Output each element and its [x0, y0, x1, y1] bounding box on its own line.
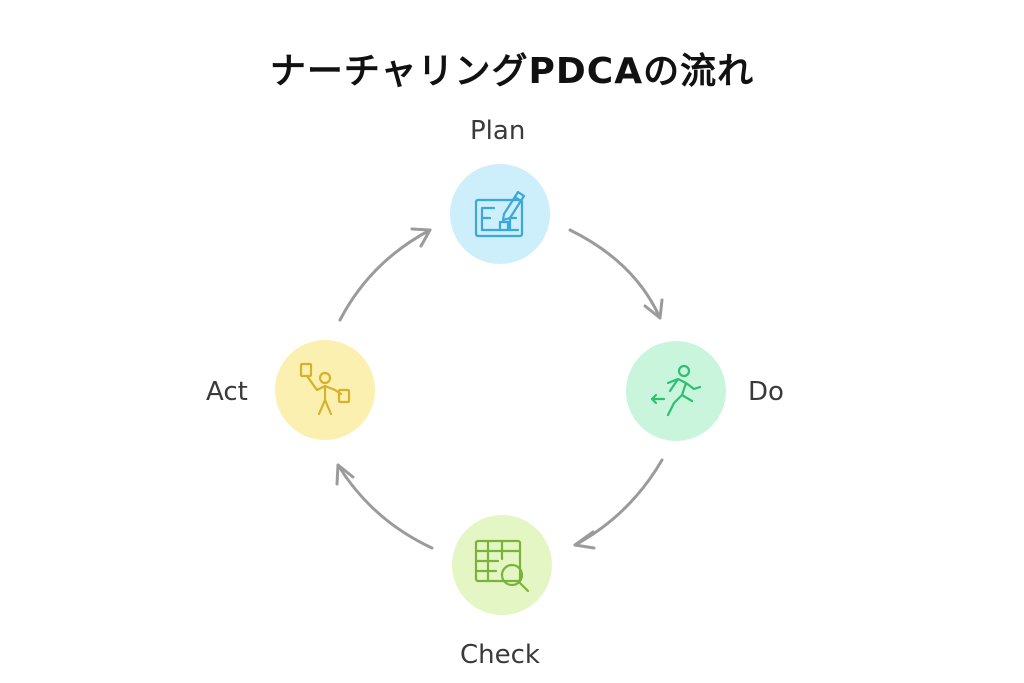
arrowhead-check-to-act [335, 463, 355, 486]
arrowhead-plan-to-do [643, 298, 664, 320]
arrowhead-do-to-check [573, 530, 596, 550]
step-node-plan [450, 164, 550, 264]
arrowhead-act-to-plan [410, 227, 432, 248]
arrow-do-to-check [573, 458, 664, 547]
arrow-plan-to-do [568, 228, 662, 320]
step-label-do: Do [748, 377, 784, 407]
arrow-act-to-plan [338, 228, 432, 322]
plan-board-pencil-icon [474, 190, 526, 238]
step-node-check [452, 515, 552, 615]
diagram-title: ナーチャリングPDCAの流れ [269, 51, 755, 92]
step-node-act [275, 340, 375, 440]
step-label-check: Check [460, 640, 540, 670]
table-magnifier-icon [474, 539, 530, 593]
step-label-act: Act [206, 377, 248, 407]
arrow-check-to-act [336, 463, 434, 550]
step-node-do [626, 341, 726, 441]
running-person-icon [650, 364, 702, 417]
person-holding-signs-icon [299, 362, 351, 416]
step-label-plan: Plan [470, 116, 526, 146]
